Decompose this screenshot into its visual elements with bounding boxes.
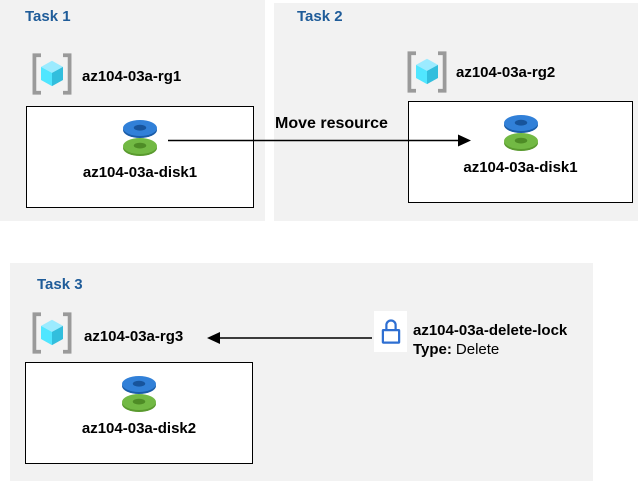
delete-lock-type-label: Type: (413, 341, 452, 358)
task1-resource-group-label: az104-03a-rg1 (82, 68, 182, 85)
delete-lock-name: az104-03a-delete-lock (413, 322, 568, 339)
task3-resource-box: az104-03a-disk2 (25, 362, 253, 464)
task2-resource-group-label: az104-03a-rg2 (456, 64, 556, 81)
resource-group-icon (32, 312, 72, 354)
task3-title: Task 3 (37, 276, 83, 293)
lock-icon-backdrop (374, 311, 407, 352)
delete-lock-type-value: Delete (455, 341, 500, 358)
disk-icon (123, 120, 157, 156)
task3-resource-group-label: az104-03a-rg3 (84, 328, 184, 345)
disk-icon (503, 115, 538, 151)
task2-title: Task 2 (297, 8, 343, 25)
resource-group-icon (407, 51, 447, 93)
task2-disk-label: az104-03a-disk1 (463, 159, 578, 176)
disk-icon (122, 376, 156, 412)
task3-disk-label: az104-03a-disk2 (81, 420, 197, 437)
task1-resource-box: az104-03a-disk1 (26, 106, 254, 208)
delete-lock-type: Type:Delete (413, 340, 567, 359)
task1-disk-label: az104-03a-disk1 (82, 164, 198, 181)
resource-group-icon (32, 53, 72, 95)
move-resource-label: Move resource (275, 115, 388, 132)
delete-lock-info: az104-03a-delete-lock Type:Delete (413, 321, 567, 359)
task2-resource-box: az104-03a-disk1 (408, 101, 633, 203)
lock-icon (381, 318, 400, 344)
task1-title: Task 1 (25, 8, 71, 25)
